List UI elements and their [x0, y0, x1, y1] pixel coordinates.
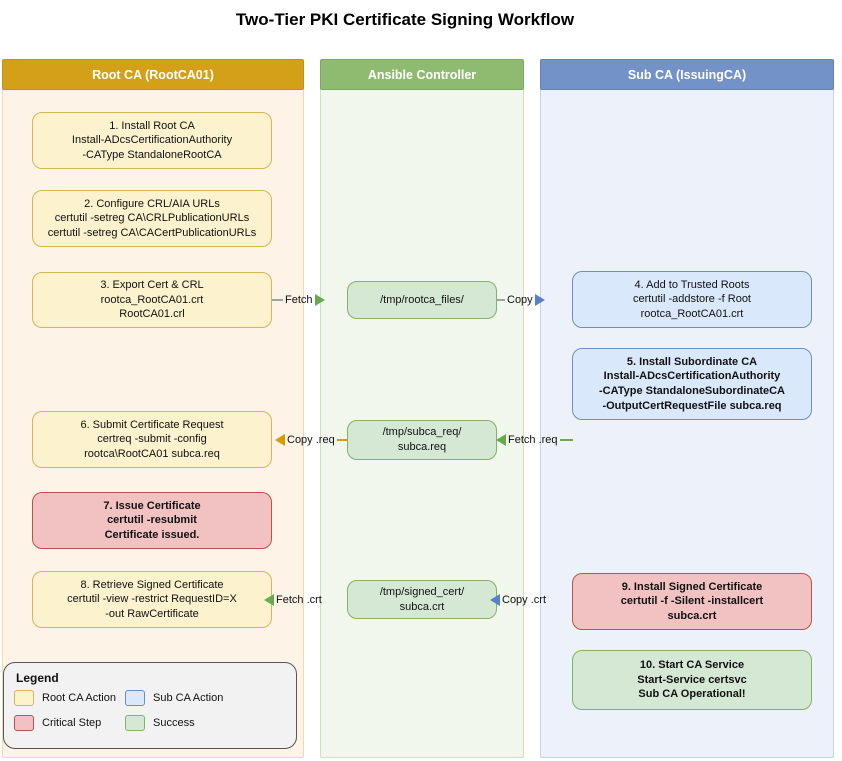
- fetch-crt-arrow: Fetch .crt: [264, 592, 324, 608]
- node-text: rootca\RootCA01 subca.req: [84, 447, 220, 460]
- arrow-label: Copy: [507, 294, 533, 306]
- node-text: 5. Install Subordinate CA: [626, 355, 758, 368]
- node-text: Install-ADcsCertificationAuthority: [603, 370, 781, 383]
- legend-item-sub-ca-action: Sub CA Action: [125, 690, 223, 706]
- node-text: certreq -submit -config: [97, 433, 207, 446]
- node-install-root-ca: 1. Install Root CA Install-ADcsCertifica…: [32, 112, 272, 169]
- legend-label: Critical Step: [42, 717, 102, 729]
- node-text: rootca_RootCA01.crt: [640, 307, 744, 320]
- legend-swatch-yellow: [14, 690, 34, 706]
- node-text: certutil -resubmit: [107, 514, 197, 527]
- node-text: certutil -view -restrict RequestID=X: [67, 593, 237, 606]
- node-text: -CAType StandaloneSubordinateCA: [599, 385, 785, 397]
- node-text: /tmp/subca_req/: [382, 426, 462, 439]
- arrowhead-left-icon: [496, 434, 506, 446]
- node-text: -CAType StandaloneRootCA: [82, 148, 222, 161]
- node-text: certutil -addstore -f Root: [633, 293, 751, 306]
- arrow-label: Copy .crt: [502, 594, 547, 606]
- node-text: /tmp/rootca_files/: [380, 293, 464, 306]
- legend-label: Root CA Action: [42, 692, 116, 704]
- node-text: Sub CA Operational!: [638, 688, 746, 701]
- node-install-subordinate-ca: 5. Install Subordinate CA Install-ADcsCe…: [572, 348, 812, 420]
- arrow-label: Fetch .crt: [276, 594, 322, 606]
- arrowhead-left-icon: [275, 434, 285, 446]
- node-text: rootca_RootCA01.crt: [100, 293, 204, 306]
- legend-swatch-green: [125, 715, 145, 731]
- arrow-line: [559, 439, 573, 441]
- node-tmp-signed-cert: /tmp/signed_cert/ subca.crt: [347, 580, 497, 619]
- fetch-arrow: Fetch: [272, 292, 325, 308]
- lane-header-sub-ca: Sub CA (IssuingCA): [540, 59, 834, 90]
- node-text: 9. Install Signed Certificate: [621, 580, 763, 593]
- node-export-cert-crl: 3. Export Cert & CRL rootca_RootCA01.crt…: [32, 272, 272, 328]
- legend-swatch-red: [14, 715, 34, 731]
- legend-item-success: Success: [125, 715, 195, 731]
- node-text: Certificate issued.: [104, 528, 200, 541]
- node-text: Start-Service certsvc: [637, 673, 747, 686]
- arrowhead-left-icon: [264, 594, 274, 606]
- arrow-line: [497, 299, 505, 301]
- node-text: -out RawCertificate: [105, 607, 199, 620]
- arrow-line: [272, 299, 283, 301]
- arrow-label: Copy .req: [287, 434, 335, 446]
- node-text: subca.crt: [399, 600, 445, 613]
- legend-label: Sub CA Action: [153, 692, 224, 704]
- legend-item-root-ca-action: Root CA Action: [14, 690, 116, 706]
- arrow-line: [336, 439, 347, 441]
- fetch-req-arrow: Fetch .req: [496, 432, 573, 448]
- page-title: Two-Tier PKI Certificate Signing Workflo…: [235, 10, 575, 29]
- node-text: subca.crt: [667, 609, 717, 622]
- node-text: 2. Configure CRL/AIA URLs: [84, 197, 220, 210]
- node-text: -OutputCertRequestFile subca.req: [602, 399, 782, 412]
- node-tmp-subca-req: /tmp/subca_req/ subca.req: [347, 420, 497, 460]
- node-install-signed-certificate: 9. Install Signed Certificate certutil -…: [572, 573, 812, 630]
- node-text: 7. Issue Certificate: [103, 499, 201, 512]
- node-text: Install-ADcsCertificationAuthority: [71, 134, 233, 147]
- node-text: certutil -setreg CA\CACertPublicationURL…: [47, 226, 257, 239]
- arrowhead-right-icon: [534, 294, 545, 306]
- arrow-label: Fetch .req: [508, 434, 558, 446]
- node-text: 3. Export Cert & CRL: [100, 279, 204, 292]
- node-text: RootCA01.crl: [119, 308, 185, 321]
- node-text: /tmp/signed_cert/: [379, 585, 465, 598]
- node-text: 10. Start CA Service: [639, 659, 745, 672]
- legend-swatch-blue: [125, 690, 145, 706]
- node-text: certutil -f -Silent -installcert: [620, 595, 764, 608]
- copy-req-arrow: Copy .req: [275, 432, 347, 448]
- legend-label: Success: [153, 717, 195, 729]
- node-start-ca-service: 10. Start CA Service Start-Service certs…: [572, 650, 812, 710]
- copy-crt-arrow: Copy .crt: [490, 592, 548, 608]
- lane-sub-ca: [540, 88, 834, 758]
- legend-item-critical-step: Critical Step: [14, 715, 101, 731]
- node-issue-certificate: 7. Issue Certificate certutil -resubmit …: [32, 492, 272, 549]
- node-configure-crl-aia-urls: 2. Configure CRL/AIA URLs certutil -setr…: [32, 190, 272, 247]
- arrowhead-left-icon: [490, 594, 500, 606]
- node-submit-certificate-request: 6. Submit Certificate Request certreq -s…: [32, 411, 272, 468]
- arrow-label: Fetch: [285, 294, 313, 306]
- node-retrieve-signed-certificate: 8. Retrieve Signed Certificate certutil …: [32, 571, 272, 628]
- node-text: subca.req: [397, 441, 447, 453]
- node-text: 6. Submit Certificate Request: [80, 418, 224, 431]
- lane-header-root-ca: Root CA (RootCA01): [2, 59, 304, 90]
- node-tmp-rootca-files: /tmp/rootca_files/: [347, 281, 497, 319]
- legend: Legend Root CA Action Sub CA Action Crit…: [3, 662, 297, 749]
- node-text: certutil -setreg CA\CRLPublicationURLs: [54, 212, 250, 225]
- node-text: 8. Retrieve Signed Certificate: [80, 578, 224, 591]
- lane-header-ansible-controller: Ansible Controller: [320, 59, 524, 90]
- node-text: 1. Install Root CA: [109, 119, 195, 132]
- node-text: 4. Add to Trusted Roots: [634, 278, 750, 291]
- copy-arrow: Copy: [497, 292, 545, 308]
- legend-title: Legend: [16, 671, 59, 685]
- node-add-to-trusted-roots: 4. Add to Trusted Roots certutil -addsto…: [572, 271, 812, 328]
- arrowhead-right-icon: [314, 294, 325, 306]
